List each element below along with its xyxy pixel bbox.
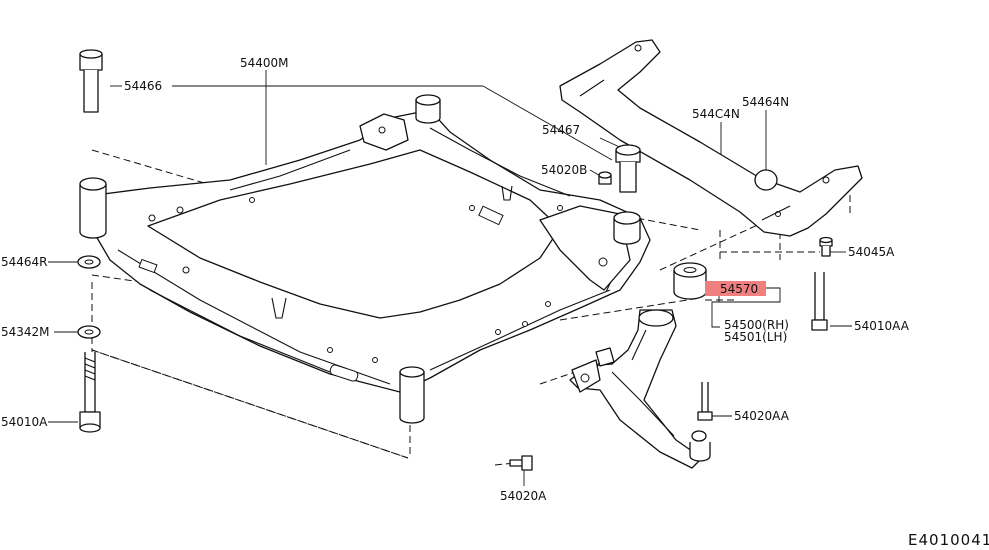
bushing-54570	[673, 262, 707, 300]
front-subframe	[87, 109, 651, 393]
diagram-id-code: E4010041	[908, 531, 989, 549]
label-54464R: 54464R	[1, 255, 48, 269]
bolt-54466	[79, 49, 103, 113]
label-54020A: 54020A	[500, 489, 547, 503]
crossmember-bar	[559, 39, 863, 237]
bolt-54010AA	[811, 272, 828, 331]
part-labels: 54400M 54466 54467 54020B 544C4N 54464N …	[1, 56, 910, 503]
label-54020AA: 54020AA	[734, 409, 790, 423]
washers-left	[77, 255, 101, 339]
subframe-bushings	[79, 94, 641, 424]
bolt-54020A	[509, 455, 533, 471]
label-544C4N: 544C4N	[692, 107, 740, 121]
bolt-54467	[615, 144, 641, 193]
nut-54020B	[598, 171, 612, 185]
label-54467: 54467	[542, 123, 580, 137]
label-54570: 54570	[720, 282, 758, 296]
label-54500-rh: 54500(RH)	[724, 318, 789, 332]
bolt-54020AA	[697, 382, 713, 421]
stopper-ball	[754, 169, 778, 191]
lower-control-arm	[569, 309, 711, 469]
label-54342M: 54342M	[1, 325, 50, 339]
label-54466: 54466	[124, 79, 162, 93]
bolt-54045A	[819, 236, 833, 257]
label-54010A: 54010A	[1, 415, 48, 429]
label-54045A: 54045A	[848, 245, 895, 259]
label-54010AA: 54010AA	[854, 319, 910, 333]
leader-lines	[48, 70, 852, 486]
label-54020B: 54020B	[541, 163, 587, 177]
bolt-54010A	[79, 352, 101, 433]
label-54464N: 54464N	[742, 95, 789, 109]
label-54400M: 54400M	[240, 56, 289, 70]
label-54501-lh: 54501(LH)	[724, 330, 787, 344]
highlight-54570	[705, 281, 766, 296]
